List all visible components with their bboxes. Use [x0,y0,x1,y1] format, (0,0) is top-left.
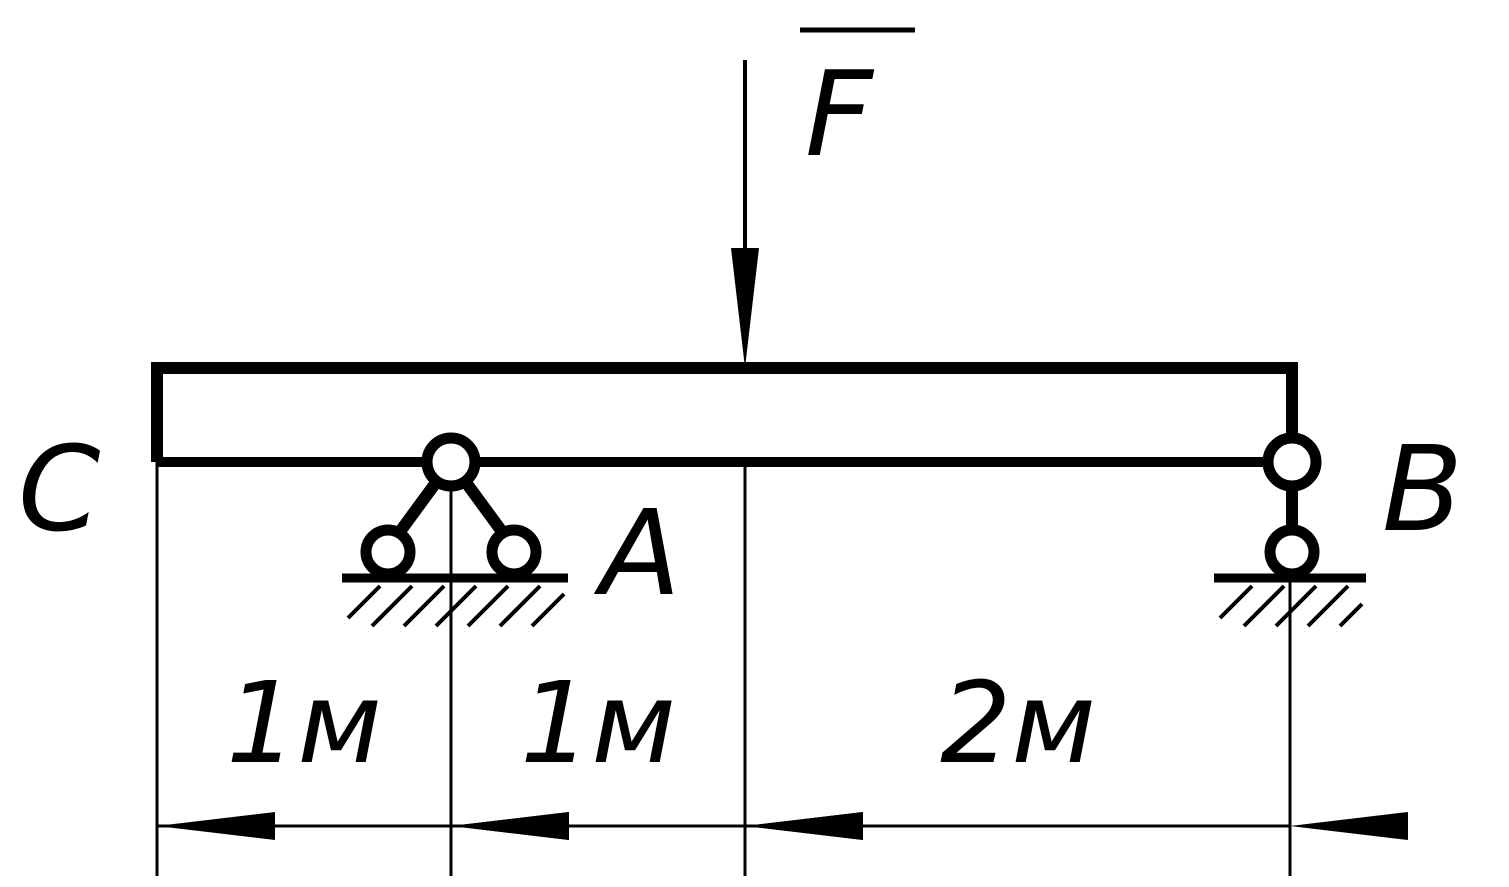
support-a-roller-right [486,524,542,580]
support-b-hatching [1218,584,1364,628]
point-b-label: B [1382,420,1463,558]
beam [151,362,1298,467]
force-label: F [805,45,875,183]
support-b-hinge-top [1262,432,1322,492]
point-c-label: C [18,420,100,558]
support-a-roller-left [360,524,416,580]
point-a-label: A [593,484,681,622]
dimension-label-af: 1м [520,659,676,789]
dimension-label-fb: 2м [940,659,1096,789]
force-arrow [731,60,759,368]
support-a-hatching [346,584,566,628]
dimension-label-ca: 1м [226,659,382,789]
support-b-hinge-bottom [1264,524,1320,580]
support-a-hinge [421,432,481,492]
force-label-group: F [800,27,915,183]
support-a [342,432,568,628]
